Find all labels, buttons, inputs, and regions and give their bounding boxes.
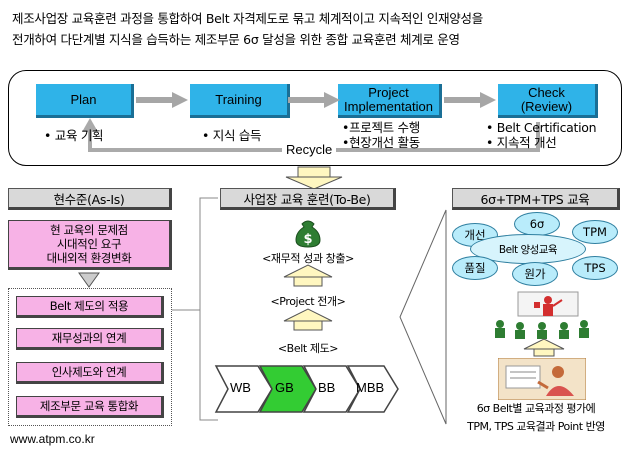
project-bullet-1: •프로젝트 수행 <box>342 120 420 135</box>
as-is-item-integration-text: 제조부문 교육 통합화 <box>39 399 139 413</box>
footer-url: www.atpm.co.kr <box>10 432 95 446</box>
as-is-title: 현수준(As-Is) <box>8 188 172 210</box>
down-arrow-icon <box>78 272 100 288</box>
as-is-item-finance-text: 재무성과의 연계 <box>51 331 127 345</box>
up-arrow-icon <box>283 264 333 287</box>
oval-quality: 품질 <box>452 256 498 280</box>
project-bullet-2: •현장개선 활동 <box>342 135 420 150</box>
phase-training: Training <box>190 84 290 118</box>
wedge-arrow-icon <box>399 209 447 425</box>
intro-text: 제조사업장 교육훈련 과정을 통합하여 Belt 자격제도로 묶고 체계적이고 … <box>12 8 624 50</box>
as-is-problem-text: 현 교육의 문제점 시대적인 요구 대내외적 환경변화 <box>46 223 132 265</box>
arrow-right-icon <box>444 92 496 108</box>
up-arrow-icon <box>283 308 333 331</box>
as-is-item-hr: 인사제도와 연계 <box>16 362 164 384</box>
belt-chevron-bb <box>302 365 361 413</box>
recycle-label: Recycle <box>282 142 337 157</box>
to-be-belt-label: <Belt 제도> <box>277 342 339 355</box>
as-is-problem-box: 현 교육의 문제점 시대적인 요구 대내외적 환경변화 <box>8 220 172 270</box>
svg-text:$: $ <box>303 232 312 247</box>
phase-check-label: Check (Review) <box>520 84 573 114</box>
belt-label-mbb: MBB <box>356 380 385 395</box>
to-be-project-label: <Project 전개> <box>270 295 346 308</box>
belt-label-gb: GB <box>275 380 294 395</box>
check-bullet-1: • Belt Certification <box>486 120 597 135</box>
training-bullet: • 지식 습득 <box>202 128 262 143</box>
as-is-item-hr-text: 인사제도와 연계 <box>51 365 127 379</box>
oval-six-sigma-text: 6σ <box>529 217 545 231</box>
phase-training-label: Training <box>215 91 262 107</box>
oval-tps-text: TPS <box>584 261 606 275</box>
money-bag-icon: $ <box>295 220 321 248</box>
oval-tpm-text: TPM <box>583 225 607 239</box>
oval-cost-text: 원가 <box>524 267 546 281</box>
up-arrow-icon <box>523 338 565 357</box>
oval-tpm: TPM <box>572 220 618 244</box>
intro-line-1: 제조사업장 교육훈련 과정을 통합하여 Belt 자격제도로 묶고 체계적이고 … <box>12 11 483 26</box>
arrow-right-icon <box>136 92 188 108</box>
belt-chevron-wb <box>214 365 273 413</box>
education-title: 6σ+TPM+TPS 교육 <box>452 188 620 210</box>
plan-bullet: • 교육 기획 <box>44 128 104 143</box>
arrow-right-icon <box>288 92 340 108</box>
classroom-illustration <box>495 291 589 339</box>
connector-line <box>172 197 218 421</box>
intro-line-2: 전개하여 다단계별 지식을 습득하는 제조부문 6σ 달성을 위한 종합 교육훈… <box>12 32 460 47</box>
belt-training-center-text: Belt 양성교육 <box>498 243 558 256</box>
belt-chevron-mbb <box>346 365 399 413</box>
phase-plan: Plan <box>36 84 134 118</box>
belt-training-center-oval: Belt 양성교육 <box>470 234 586 264</box>
oval-improvement-text: 개선 <box>464 228 486 242</box>
oval-tps: TPS <box>572 256 618 280</box>
education-note-line-1: 6σ Belt별 교육과정 평가에 <box>476 402 596 415</box>
phase-check: Check (Review) <box>498 84 598 118</box>
phase-project: Project Implementation <box>338 84 442 118</box>
belt-level-chevrons <box>214 365 399 413</box>
education-note: 6σ Belt별 교육과정 평가에 TPM, TPS 교육결과 Point 반영 <box>448 400 624 436</box>
education-note-line-2: TPM, TPS 교육결과 Point 반영 <box>467 420 605 433</box>
as-is-item-belt-text: Belt 제도의 적용 <box>49 299 129 313</box>
belt-label-bb: BB <box>318 380 336 395</box>
belt-label-wb: WB <box>230 380 251 395</box>
as-is-item-integration: 제조부문 교육 통합화 <box>16 396 164 418</box>
education-title-text: 6σ+TPM+TPS 교육 <box>480 191 590 207</box>
as-is-item-belt: Belt 제도의 적용 <box>16 296 164 318</box>
as-is-title-text: 현수준(As-Is) <box>53 191 125 207</box>
phase-plan-label: Plan <box>70 91 97 107</box>
as-is-item-finance: 재무성과의 연계 <box>16 328 164 350</box>
down-arrow-icon <box>285 166 343 190</box>
oval-cost: 원가 <box>512 262 558 286</box>
to-be-title-text: 사업장 교육 훈련(To-Be) <box>243 191 371 207</box>
oval-quality-text: 품질 <box>464 261 486 275</box>
oval-six-sigma: 6σ <box>514 212 560 236</box>
as-is-items-frame <box>8 288 172 426</box>
belt-chevron-gb <box>258 365 317 413</box>
to-be-finance-label: <재무적 성과 창출> <box>262 252 354 265</box>
to-be-title: 사업장 교육 훈련(To-Be) <box>220 188 396 210</box>
phase-project-label: Project Implementation <box>344 84 433 114</box>
study-illustration <box>498 358 586 400</box>
check-bullet-2: • 지속적 개선 <box>486 135 557 150</box>
